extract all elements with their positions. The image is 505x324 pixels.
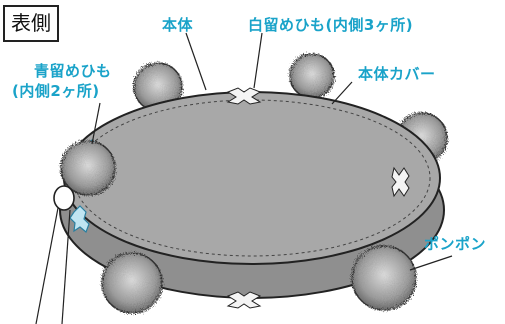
label-body: 本体	[162, 16, 194, 34]
cushion-body	[59, 91, 445, 299]
pompom-front-left-lower	[101, 252, 163, 314]
label-white-ties: 白留めひも(内側3ヶ所)	[248, 16, 414, 34]
white-tie-right	[391, 166, 410, 198]
label-blue-ties-line2: (内側2ヶ所)	[12, 82, 100, 100]
label-blue-ties-line1: 青留めひも	[34, 62, 112, 80]
leader-lines	[35, 32, 453, 324]
side-ring	[53, 185, 75, 211]
pompom-front-left-upper	[60, 140, 116, 196]
white-tie-top	[226, 87, 262, 105]
pompom-back-center	[289, 53, 335, 99]
label-body-cover: 本体カバー	[358, 65, 436, 83]
blue-tie-lower	[69, 205, 90, 234]
label-pompom: ポンポン	[424, 235, 487, 253]
pompom-front-right	[351, 245, 417, 311]
side-title: 表側	[3, 5, 59, 42]
white-tie-bottom	[226, 291, 262, 309]
